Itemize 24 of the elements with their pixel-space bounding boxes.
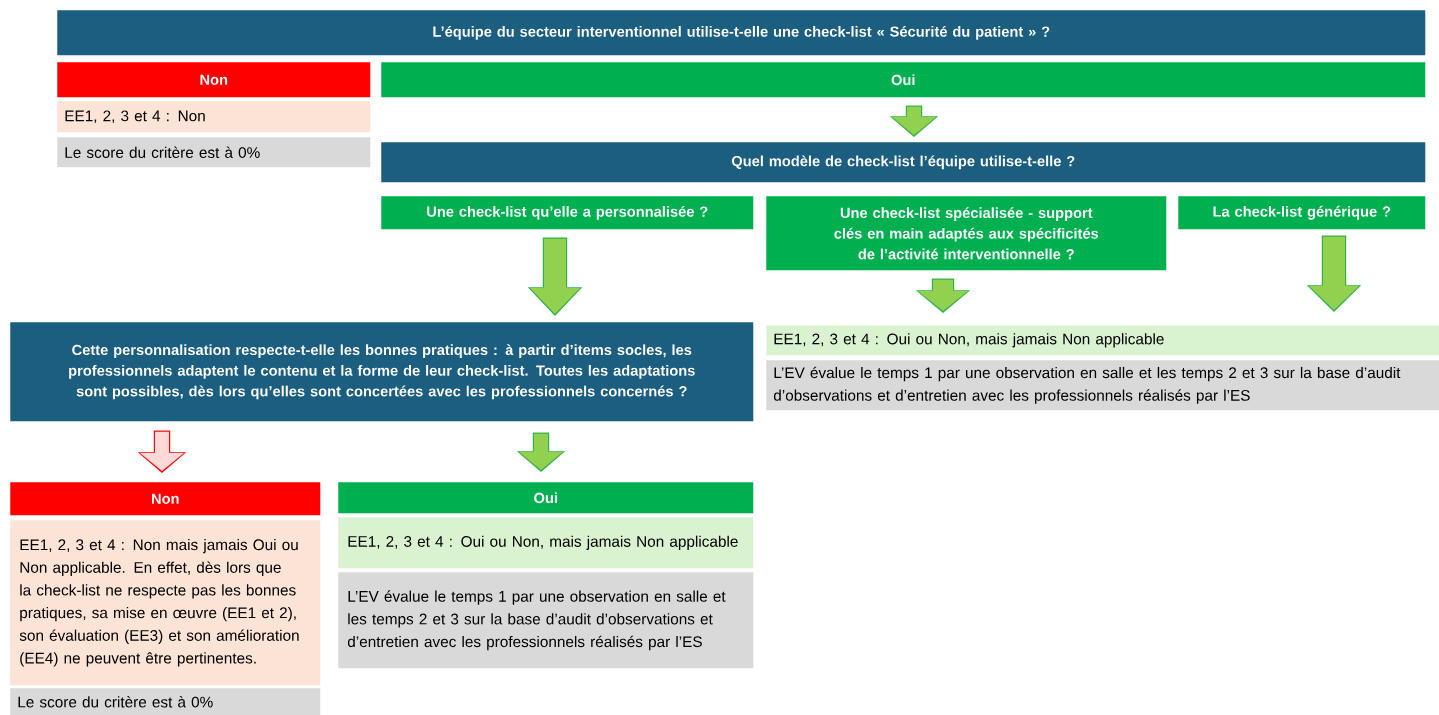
question-banner: L’équipe du secteur interventionnel utilise-t-elle une check-list « Sécurité du patient » ? bbox=[57, 10, 1426, 56]
question-banner: Quel modèle de check-list l’équipe utilise-t-elle ? bbox=[381, 142, 1426, 183]
answer-bar: Oui bbox=[381, 62, 1426, 98]
block-arrow bbox=[527, 237, 583, 316]
block-arrow bbox=[137, 430, 187, 473]
score-box: L’EV évalue le temps 1 par une observation en salle et les temps 2 et 3 sur la base d’audit d’observations et d’entretien avec les professionnels réalisés par l’ES bbox=[338, 572, 754, 669]
block-arrow bbox=[915, 278, 971, 313]
result-box: EE1, 2, 3 et 4 : Oui ou Non, mais jamais Non applicable bbox=[766, 325, 1439, 356]
block-arrow bbox=[1306, 235, 1362, 312]
score-box: Le score du critère est à 0% bbox=[10, 688, 321, 715]
option-box: La check-list générique ? bbox=[1178, 196, 1426, 230]
result-box: EE1, 2, 3 et 4 : Non mais jamais Oui ou Non applicable. En effet, dès lors que la check-list ne respecte pas les bonnes pratiques, sa mise en œuvre (EE1 et 2), son évaluation (EE3) et son amélioration (EE4) ne peuvent être pertinentes. bbox=[10, 520, 321, 686]
block-arrow bbox=[516, 432, 566, 472]
question-banner: Cette personnalisation respecte-t-elle les bonnes pratiques : à partir d’items socles, les professionnels adaptent le contenu et la forme de leur check-list. Toutes les adaptations sont possibles, dès lors qu’elles sont concertées avec les professionnels concernés ? bbox=[10, 322, 754, 422]
result-box: EE1, 2, 3 et 4 : Non bbox=[57, 101, 371, 133]
answer-bar: Non bbox=[57, 62, 371, 98]
answer-bar: Oui bbox=[338, 482, 754, 514]
block-arrow bbox=[889, 105, 939, 137]
option-box: Une check-list spécialisée - support clés en main adaptés aux spécificités de l’activité interventionnelle ? bbox=[766, 196, 1167, 271]
score-box: L’EV évalue le temps 1 par une observation en salle et les temps 2 et 3 sur la base d’audit d’observations et d’entretien avec les professionnels réalisés par l’ES bbox=[766, 360, 1439, 411]
option-box: Une check-list qu’elle a personnalisée ? bbox=[381, 196, 754, 230]
answer-bar: Non bbox=[10, 482, 321, 516]
result-box: EE1, 2, 3 et 4 : Oui ou Non, mais jamais Non applicable bbox=[338, 517, 754, 569]
score-box: Le score du critère est à 0% bbox=[57, 137, 371, 168]
